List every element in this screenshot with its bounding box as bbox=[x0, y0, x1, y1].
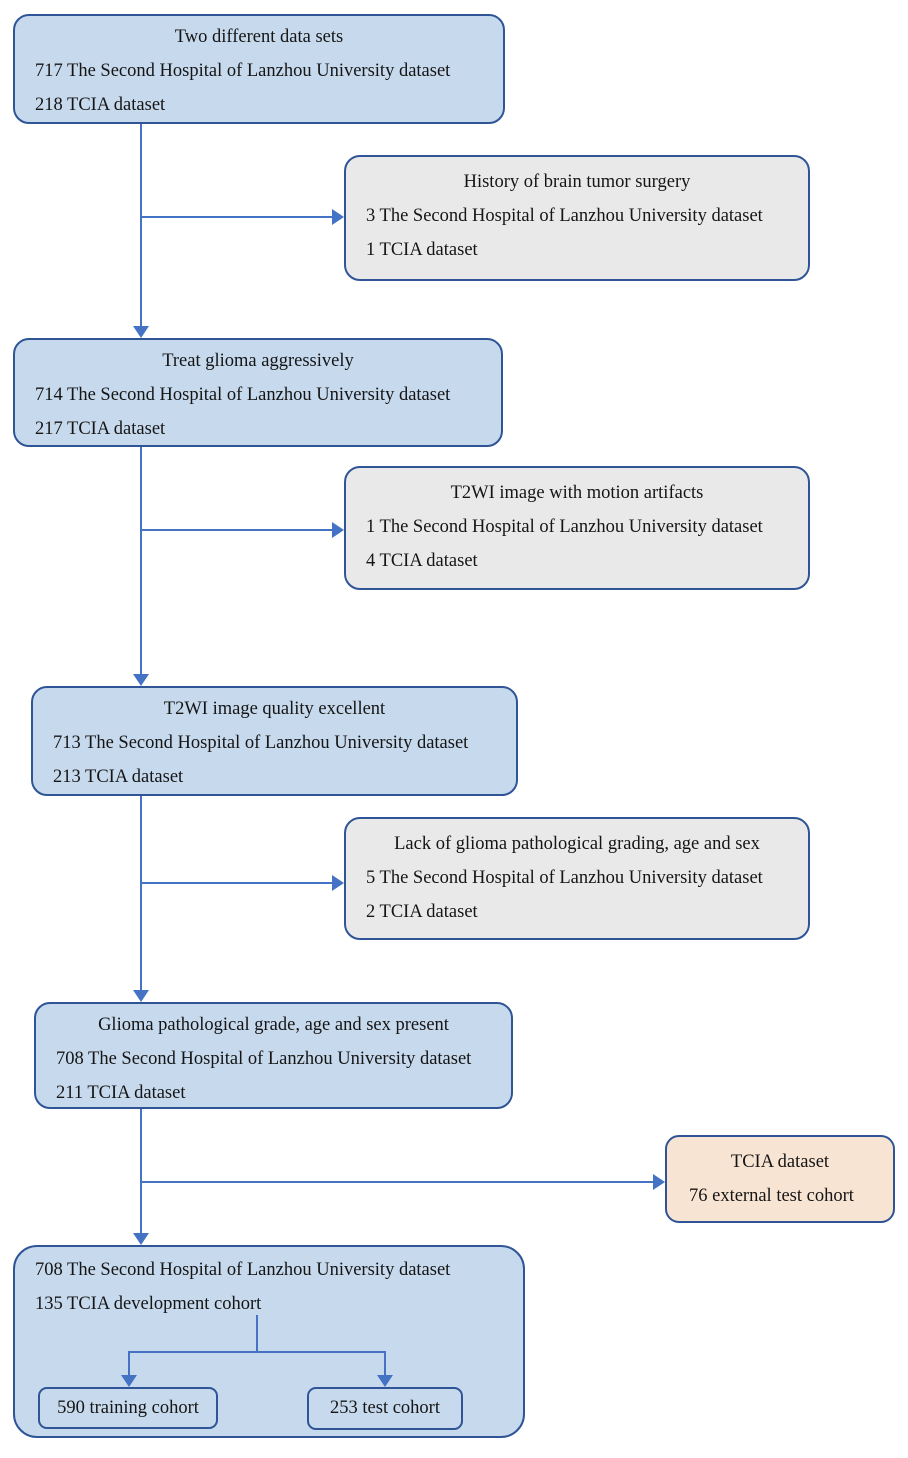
arrow-right-icon bbox=[332, 522, 344, 538]
connector-grade-to-development bbox=[140, 1109, 142, 1233]
test-cohort-label: 253 test cohort bbox=[330, 1398, 440, 1418]
box-title: TCIA dataset bbox=[730, 1152, 830, 1172]
connector-quality-to-grade bbox=[140, 796, 142, 990]
box-lack-pathological-grading: Lack of glioma pathological grading, age… bbox=[344, 817, 810, 940]
arrow-down-icon bbox=[377, 1375, 393, 1387]
box-line-tcia: 4 TCIA dataset bbox=[366, 551, 478, 571]
box-line-external-cohort: 76 external test cohort bbox=[689, 1186, 854, 1206]
connector-to-surgery-excluded bbox=[141, 216, 332, 218]
box-line-hospital: 714 The Second Hospital of Lanzhou Unive… bbox=[35, 385, 451, 405]
box-t2wi-motion-artifacts: T2WI image with motion artifacts 1 The S… bbox=[344, 466, 810, 590]
box-title: Treat glioma aggressively bbox=[162, 351, 354, 371]
box-grade-age-sex-present: Glioma pathological grade, age and sex p… bbox=[34, 1002, 513, 1109]
connector-to-test bbox=[384, 1351, 386, 1376]
box-line-tcia-development: 135 TCIA development cohort bbox=[35, 1294, 262, 1314]
connector-to-lack-excluded bbox=[141, 882, 332, 884]
box-line-tcia: 211 TCIA dataset bbox=[56, 1083, 186, 1103]
arrow-right-icon bbox=[332, 875, 344, 891]
box-two-different-datasets: Two different data sets 717 The Second H… bbox=[13, 14, 505, 124]
arrow-right-icon bbox=[332, 209, 344, 225]
connector-to-motion-excluded bbox=[141, 529, 332, 531]
box-line-hospital: 3 The Second Hospital of Lanzhou Univers… bbox=[366, 206, 763, 226]
arrow-down-icon bbox=[133, 990, 149, 1002]
arrow-down-icon bbox=[133, 326, 149, 338]
box-line-tcia: 218 TCIA dataset bbox=[35, 95, 166, 115]
training-cohort-label: 590 training cohort bbox=[57, 1397, 199, 1418]
arrow-right-icon bbox=[653, 1174, 665, 1190]
box-line-tcia: 2 TCIA dataset bbox=[366, 902, 478, 922]
box-title: Glioma pathological grade, age and sex p… bbox=[98, 1015, 449, 1035]
connector-to-external-test bbox=[141, 1181, 653, 1183]
arrow-down-icon bbox=[121, 1375, 137, 1387]
box-title: T2WI image quality excellent bbox=[163, 699, 386, 719]
box-line-tcia: 213 TCIA dataset bbox=[53, 767, 184, 787]
box-treat-glioma-aggressively: Treat glioma aggressively 714 The Second… bbox=[13, 338, 503, 447]
box-title: History of brain tumor surgery bbox=[463, 172, 691, 192]
connector-development-stem bbox=[256, 1315, 258, 1353]
box-training-cohort: 590 training cohort bbox=[38, 1387, 218, 1429]
connector-datasets-to-treat bbox=[140, 124, 142, 326]
box-line-hospital: 5 The Second Hospital of Lanzhou Univers… bbox=[366, 868, 763, 888]
connector-to-training bbox=[128, 1351, 130, 1376]
box-line-tcia: 217 TCIA dataset bbox=[35, 419, 166, 439]
arrow-down-icon bbox=[133, 1233, 149, 1245]
connector-treat-to-quality bbox=[140, 447, 142, 674]
box-line-hospital: 708 The Second Hospital of Lanzhou Unive… bbox=[56, 1049, 472, 1069]
box-t2wi-quality-excellent: T2WI image quality excellent 713 The Sec… bbox=[31, 686, 518, 796]
box-title: T2WI image with motion artifacts bbox=[450, 483, 704, 503]
box-line-hospital: 708 The Second Hospital of Lanzhou Unive… bbox=[35, 1260, 451, 1280]
box-line-hospital: 717 The Second Hospital of Lanzhou Unive… bbox=[35, 61, 451, 81]
box-title: Lack of glioma pathological grading, age… bbox=[394, 834, 760, 854]
connector-development-branch bbox=[128, 1351, 386, 1353]
box-history-brain-tumor-surgery: History of brain tumor surgery 3 The Sec… bbox=[344, 155, 810, 281]
box-tcia-external-test: TCIA dataset 76 external test cohort bbox=[665, 1135, 895, 1223]
box-line-hospital: 1 The Second Hospital of Lanzhou Univers… bbox=[366, 517, 763, 537]
box-line-hospital: 713 The Second Hospital of Lanzhou Unive… bbox=[53, 733, 469, 753]
arrow-down-icon bbox=[133, 674, 149, 686]
box-line-tcia: 1 TCIA dataset bbox=[366, 240, 478, 260]
box-title: Two different data sets bbox=[174, 27, 344, 47]
box-test-cohort: 253 test cohort bbox=[307, 1387, 463, 1430]
